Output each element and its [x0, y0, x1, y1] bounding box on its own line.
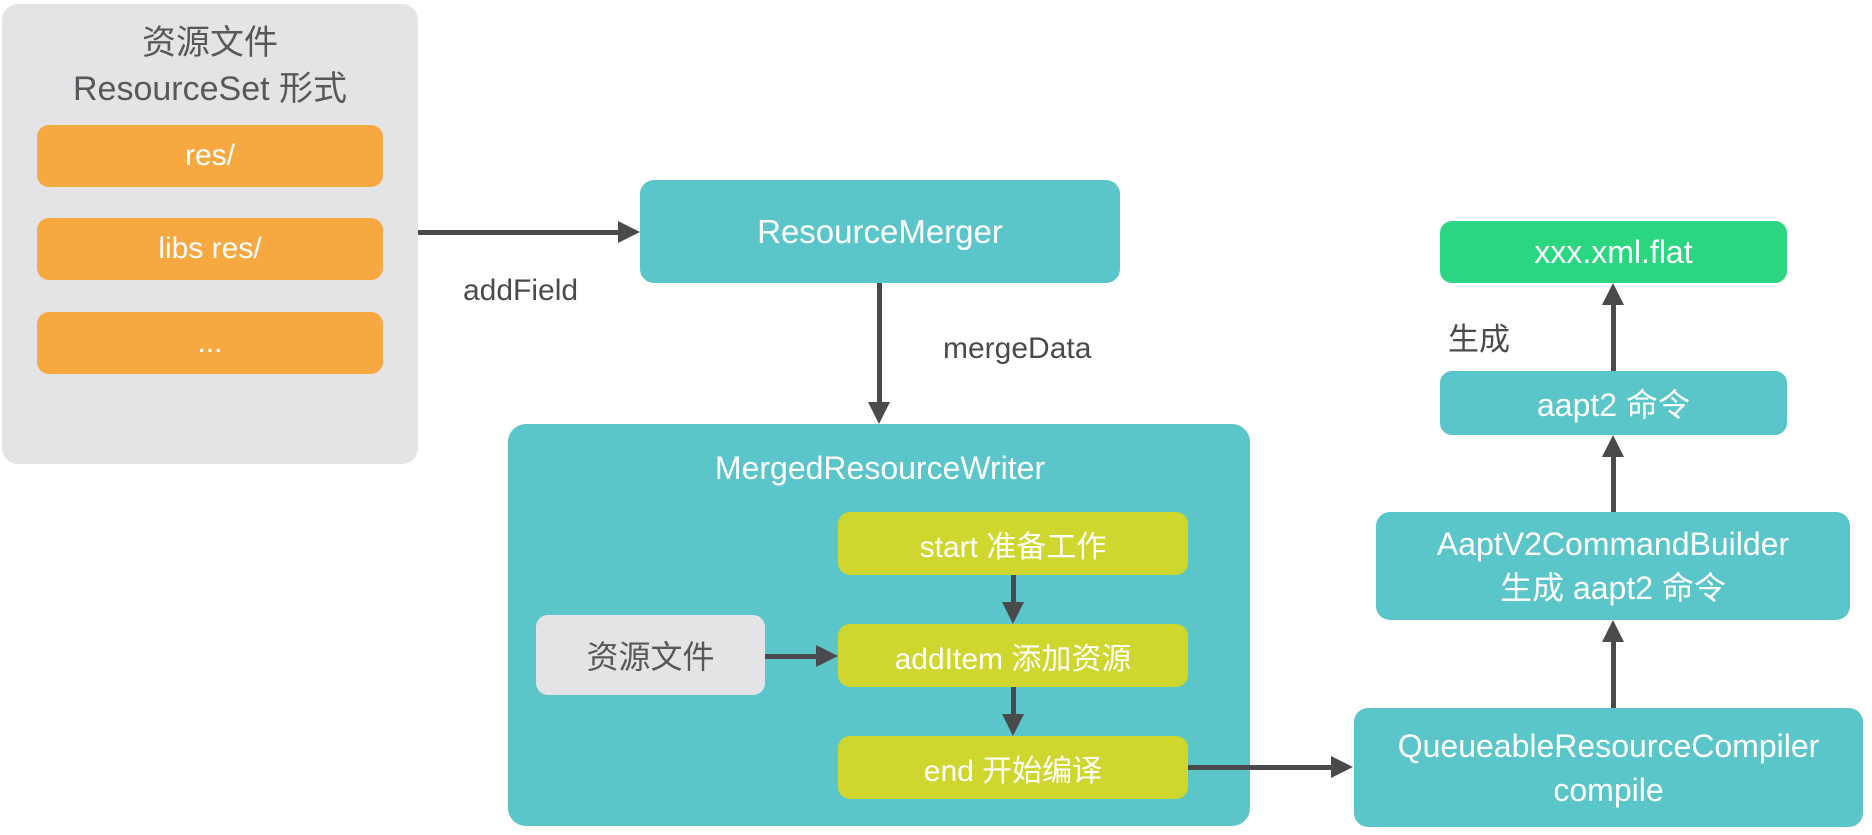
flat-file-node: xxx.xml.flat — [1440, 221, 1787, 283]
arrow-shaft — [418, 230, 618, 235]
aapt-builder-line2: 生成 aapt2 命令 — [1500, 570, 1726, 606]
arrowhead-down-icon — [1002, 602, 1024, 624]
arrowhead-down-icon — [1002, 714, 1024, 736]
res-dir-node: res/ — [37, 125, 383, 187]
merged-resource-writer-title: MergedResourceWriter — [714, 449, 1046, 486]
resource-merger-node: ResourceMerger — [640, 180, 1120, 283]
arrowhead-right-icon — [1331, 756, 1353, 778]
arrow-shaft — [765, 654, 816, 659]
aapt-command-builder-node: AaptV2CommandBuilder 生成 aapt2 命令 — [1376, 512, 1850, 620]
aapt-builder-line1: AaptV2CommandBuilder — [1436, 526, 1790, 562]
arrowhead-right-icon — [618, 221, 640, 243]
edge-label-generate: 生成 — [1448, 322, 1510, 357]
more-resources-node: ... — [37, 312, 383, 374]
arrow-shaft — [1611, 457, 1616, 512]
arrow-shaft — [1011, 575, 1016, 602]
edge-label-mergedata: mergeData — [943, 332, 1092, 365]
arrowhead-up-icon — [1602, 620, 1624, 642]
aapt2-command-node: aapt2 命令 — [1440, 371, 1787, 435]
panel-title-line2: ResourceSet 形式 — [73, 70, 347, 108]
arrow-shaft — [1011, 687, 1016, 714]
libs-res-dir-node: libs res/ — [37, 218, 383, 280]
arrow-shaft — [1611, 305, 1616, 371]
queueable-line1: QueueableResourceCompiler — [1397, 727, 1820, 764]
step-additem-node: addItem 添加资源 — [838, 624, 1188, 687]
arrow-shaft — [1611, 642, 1616, 708]
arrowhead-right-icon — [816, 645, 838, 667]
arrowhead-up-icon — [1602, 283, 1624, 305]
arrowhead-up-icon — [1602, 435, 1624, 457]
arrowhead-down-icon — [868, 402, 890, 424]
panel-title-line1: 资源文件 — [142, 24, 278, 62]
queueable-resource-compiler-node: QueueableResourceCompiler compile — [1354, 708, 1863, 827]
resource-set-panel-title: 资源文件 ResourceSet 形式 — [2, 20, 418, 112]
arrow-shaft — [1188, 765, 1331, 770]
step-end-node: end 开始编译 — [838, 736, 1188, 799]
inner-resource-file-node: 资源文件 — [536, 615, 765, 695]
step-start-node: start 准备工作 — [838, 512, 1188, 575]
edge-label-addfield: addField — [463, 274, 579, 307]
queueable-line2: compile — [1553, 771, 1664, 808]
arrow-shaft — [877, 283, 882, 402]
